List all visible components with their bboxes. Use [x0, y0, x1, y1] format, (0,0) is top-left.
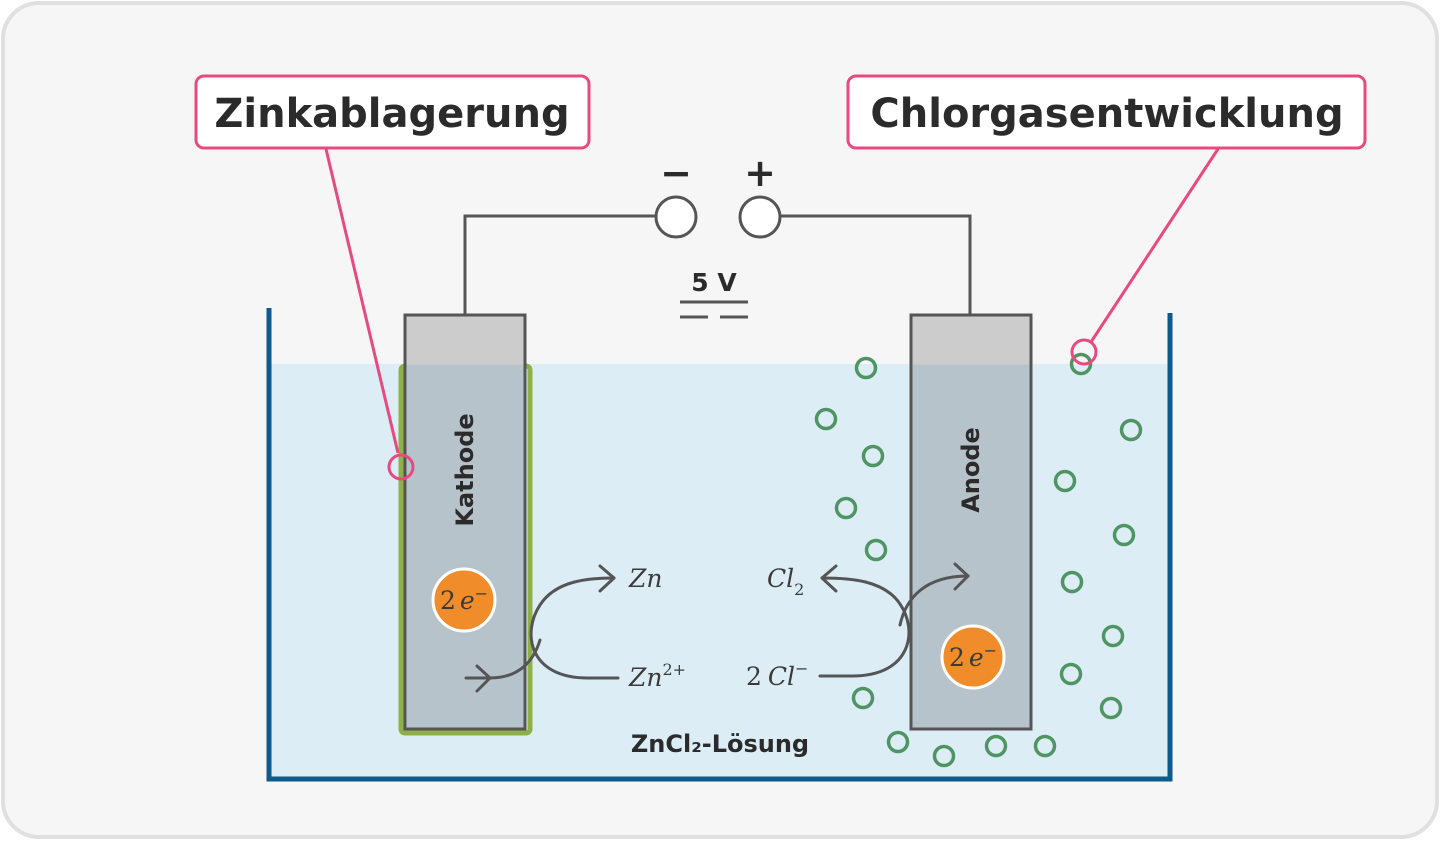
terminal-positive [738, 195, 782, 239]
solution-label: ZnCl₂-Lösung [631, 730, 809, 758]
bubble [861, 444, 885, 468]
bubble [1101, 624, 1125, 648]
bubble [1099, 696, 1123, 720]
bubble [932, 744, 956, 768]
callout-box-left [194, 74, 591, 150]
minus-sign: − [660, 151, 692, 195]
bubble [886, 730, 910, 754]
bubble [851, 686, 875, 710]
callout-line-right [1089, 148, 1220, 343]
terminal-negative [654, 195, 698, 239]
cathode-label: Kathode [451, 413, 479, 526]
bubble [984, 734, 1008, 758]
wire-left [463, 214, 655, 316]
callout-marker-left [387, 453, 415, 481]
callout-marker-right [1070, 338, 1098, 366]
cathode-reaction-arrow [464, 564, 620, 693]
dc-symbol [680, 300, 748, 319]
bubble [834, 496, 858, 520]
bubble [1060, 570, 1084, 594]
callout-line-left [324, 148, 400, 454]
voltage-label: 5 V [691, 268, 737, 297]
svg-text:2e−: 2e− [949, 641, 997, 672]
chlorine-bubbles [814, 352, 1143, 768]
bubble [854, 356, 878, 380]
bubble [814, 407, 838, 431]
cathode [403, 313, 527, 731]
callout-text-right: Chlorgasentwicklung [870, 91, 1343, 137]
plus-sign: + [744, 151, 776, 195]
bubble [1069, 352, 1093, 376]
bubble [1053, 469, 1077, 493]
cathode-product: Zn [628, 564, 662, 593]
wire-right [780, 214, 972, 316]
bubble [1112, 523, 1136, 547]
bubble [1059, 662, 1083, 686]
svg-text:2e−: 2e− [440, 584, 488, 615]
bubble [864, 538, 888, 562]
bubble [1119, 418, 1143, 442]
callout-box-right [846, 74, 1367, 150]
anode-reaction-arrow [818, 562, 970, 678]
cathode-reactant: Zn2+ [628, 660, 686, 692]
tank [266, 308, 1173, 782]
callout-text-left: Zinkablagerung [214, 91, 569, 137]
anode [909, 313, 1033, 731]
anode-label: Anode [957, 427, 985, 513]
anode-product: Cl2 [767, 564, 804, 599]
bubble [1033, 734, 1057, 758]
